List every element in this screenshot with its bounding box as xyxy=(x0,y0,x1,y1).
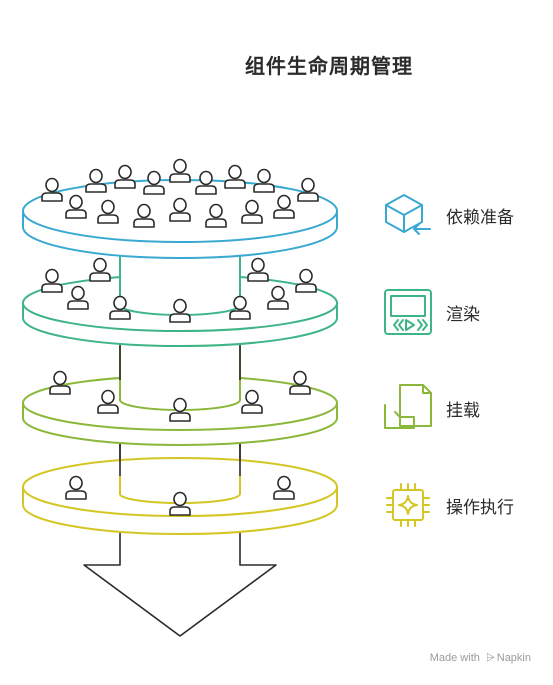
layer-disc-operation xyxy=(22,442,338,535)
person-icon xyxy=(297,177,319,202)
person-icon xyxy=(114,164,136,189)
person-icon xyxy=(41,177,63,202)
layer-label-operation: 操作执行 xyxy=(446,498,514,518)
person-icon xyxy=(89,257,111,282)
layer-label-dependencies: 依赖准备 xyxy=(446,208,514,228)
layer-disc-dependencies xyxy=(22,158,338,259)
person-icon xyxy=(49,370,71,395)
person-icon xyxy=(85,168,107,193)
person-icon xyxy=(41,268,63,293)
chip-sparkle-icon xyxy=(386,483,430,527)
footer-text: Made with xyxy=(429,652,480,664)
made-with-napkin-footer[interactable]: Made with ⩥Napkin xyxy=(430,652,531,665)
media-player-icon xyxy=(384,289,432,335)
person-icon xyxy=(224,164,246,189)
person-icon xyxy=(289,370,311,395)
person-icon xyxy=(253,168,275,193)
layer-disc-mount xyxy=(22,346,338,446)
person-icon xyxy=(169,158,191,183)
document-tray-icon xyxy=(384,384,432,429)
diagram-title: 组件生命周期管理 xyxy=(245,54,413,78)
layer-disc-render xyxy=(22,250,338,347)
person-icon xyxy=(295,268,317,293)
footer-logo-text: Napkin xyxy=(496,652,531,664)
person-icon xyxy=(247,257,269,282)
layer-label-render: 渲染 xyxy=(446,305,480,325)
napkin-logo-icon: ⩥ xyxy=(485,652,495,664)
cube-icon xyxy=(385,194,431,235)
layer-label-mount: 挂载 xyxy=(446,401,480,421)
